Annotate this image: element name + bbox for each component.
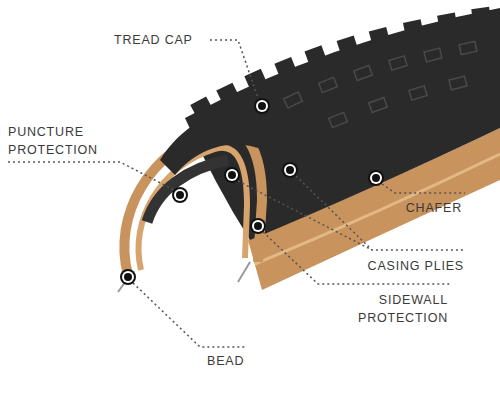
leader-lines [8,40,465,347]
casing-inner [138,148,247,270]
part-label: TREAD CAP [114,31,208,49]
tread-texture [284,41,477,127]
puncture-layer [147,160,228,222]
tread-knobs [190,7,491,116]
part-label: PUNCTURE PROTECTION [8,123,130,159]
bead-wire [238,262,250,282]
part-label: SIDEWALL PROTECTION [336,291,448,327]
part-label: BEAD [207,352,277,370]
callout-markers [120,98,384,285]
part-label: CASING PLIES [344,257,464,275]
part-label: CHAFER [370,199,462,217]
tread-section [160,109,264,175]
